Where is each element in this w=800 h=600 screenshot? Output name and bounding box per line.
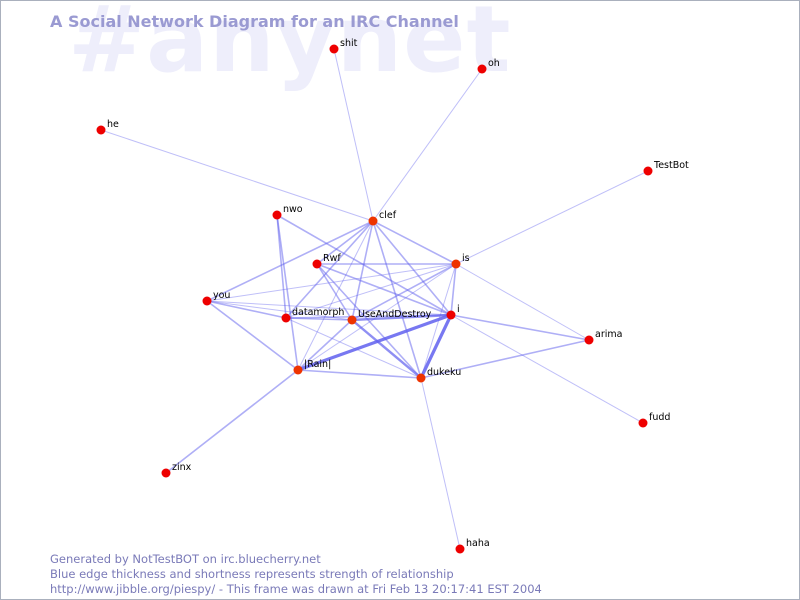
node-Rain [293, 365, 303, 375]
node-label-he: he [107, 119, 119, 130]
edge-you-i [206, 300, 452, 316]
edge-i-fudd [450, 314, 644, 424]
node-label-oh: oh [488, 58, 500, 69]
edge-i-arima [450, 314, 590, 341]
edge-is-datamorph [285, 263, 457, 319]
node-label-fudd: fudd [649, 412, 670, 423]
node-i [446, 310, 456, 320]
node-label-haha: haha [466, 538, 490, 549]
node-haha [455, 544, 465, 554]
edge-clef-Rwf [316, 220, 374, 265]
node-label-Rain: |Rain| [304, 359, 331, 370]
edge-dukeku-Rain [297, 369, 422, 379]
node-datamorph [281, 313, 291, 323]
node-label-shit: shit [340, 38, 358, 49]
footer-timestamp: http://www.jibble.org/piespy/ - This fra… [50, 582, 542, 596]
edge-UseAndDestroy-dukeku [351, 319, 422, 379]
node-Rwf [312, 259, 322, 269]
edge-you-Rain [206, 300, 299, 371]
node-label-zinx: zinx [172, 462, 192, 473]
footer-generated-by: Generated by NotTestBOT on irc.bluecherr… [50, 552, 321, 566]
node-label-Rwf: Rwf [323, 253, 341, 264]
node-label-arima: arima [595, 329, 622, 340]
edge-Rwf-i [316, 263, 452, 316]
edge-clef-dukeku [372, 220, 422, 379]
edge-is-i [450, 263, 457, 316]
node-label-is: is [462, 253, 470, 264]
edge-i-dukeku [419, 314, 453, 379]
edges-layer [100, 48, 649, 550]
node-label-UseAndDestroy: UseAndDestroy [358, 309, 432, 320]
node-is [451, 259, 461, 269]
node-label-datamorph: datamorph [292, 307, 344, 318]
edge-TestBot-is [455, 170, 649, 265]
node-he [96, 125, 106, 135]
edge-clef-you [206, 220, 374, 302]
node-label-dukeku: dukeku [427, 367, 461, 378]
edge-you-datamorph [206, 300, 287, 319]
edge-datamorph-dukeku [285, 317, 422, 379]
edge-clef-i [372, 220, 452, 316]
node-zinx [161, 468, 171, 478]
node-label-you: you [213, 290, 230, 301]
node-fudd [638, 418, 648, 428]
edge-is-arima [455, 263, 590, 341]
node-label-nwo: nwo [283, 204, 303, 215]
edge-Rwf-UseAndDestroy [316, 263, 353, 321]
edge-clef-Rain [297, 220, 374, 371]
diagram-title: A Social Network Diagram for an IRC Chan… [50, 12, 459, 31]
edge-dukeku-haha [420, 377, 461, 550]
edge-he-clef [100, 129, 374, 222]
edge-nwo-datamorph [276, 214, 287, 319]
edge-UseAndDestroy-i [351, 313, 452, 322]
edge-clef-is [372, 220, 457, 265]
node-label-clef: clef [379, 210, 397, 221]
edge-nwo-Rain [276, 214, 299, 371]
node-label-i: i [457, 304, 460, 315]
node-arima [584, 335, 594, 345]
node-nwo [272, 210, 282, 220]
node-shit [329, 44, 339, 54]
node-TestBot [643, 166, 653, 176]
edge-clef-UseAndDestroy [351, 220, 374, 321]
node-label-TestBot: TestBot [653, 160, 689, 171]
edge-dukeku-arima [420, 339, 590, 379]
node-you [202, 296, 212, 306]
node-clef [368, 216, 378, 226]
edge-is-UseAndDestroy [351, 263, 457, 321]
edge-Rwf-dukeku [316, 263, 422, 379]
node-oh [477, 64, 487, 74]
edge-shit-clef [333, 48, 374, 222]
footer: Generated by NotTestBOT on irc.bluecherr… [50, 552, 542, 597]
edge-UseAndDestroy-Rain [297, 319, 353, 371]
edge-Rain-zinx [165, 369, 299, 474]
node-UseAndDestroy [347, 315, 357, 325]
node-dukeku [416, 373, 426, 383]
footer-legend-note: Blue edge thickness and shortness repres… [50, 567, 454, 581]
edge-i-Rain [297, 313, 452, 372]
edge-oh-clef [372, 68, 483, 222]
edge-is-you [206, 263, 457, 302]
channel-watermark: #anynet [68, 0, 512, 93]
